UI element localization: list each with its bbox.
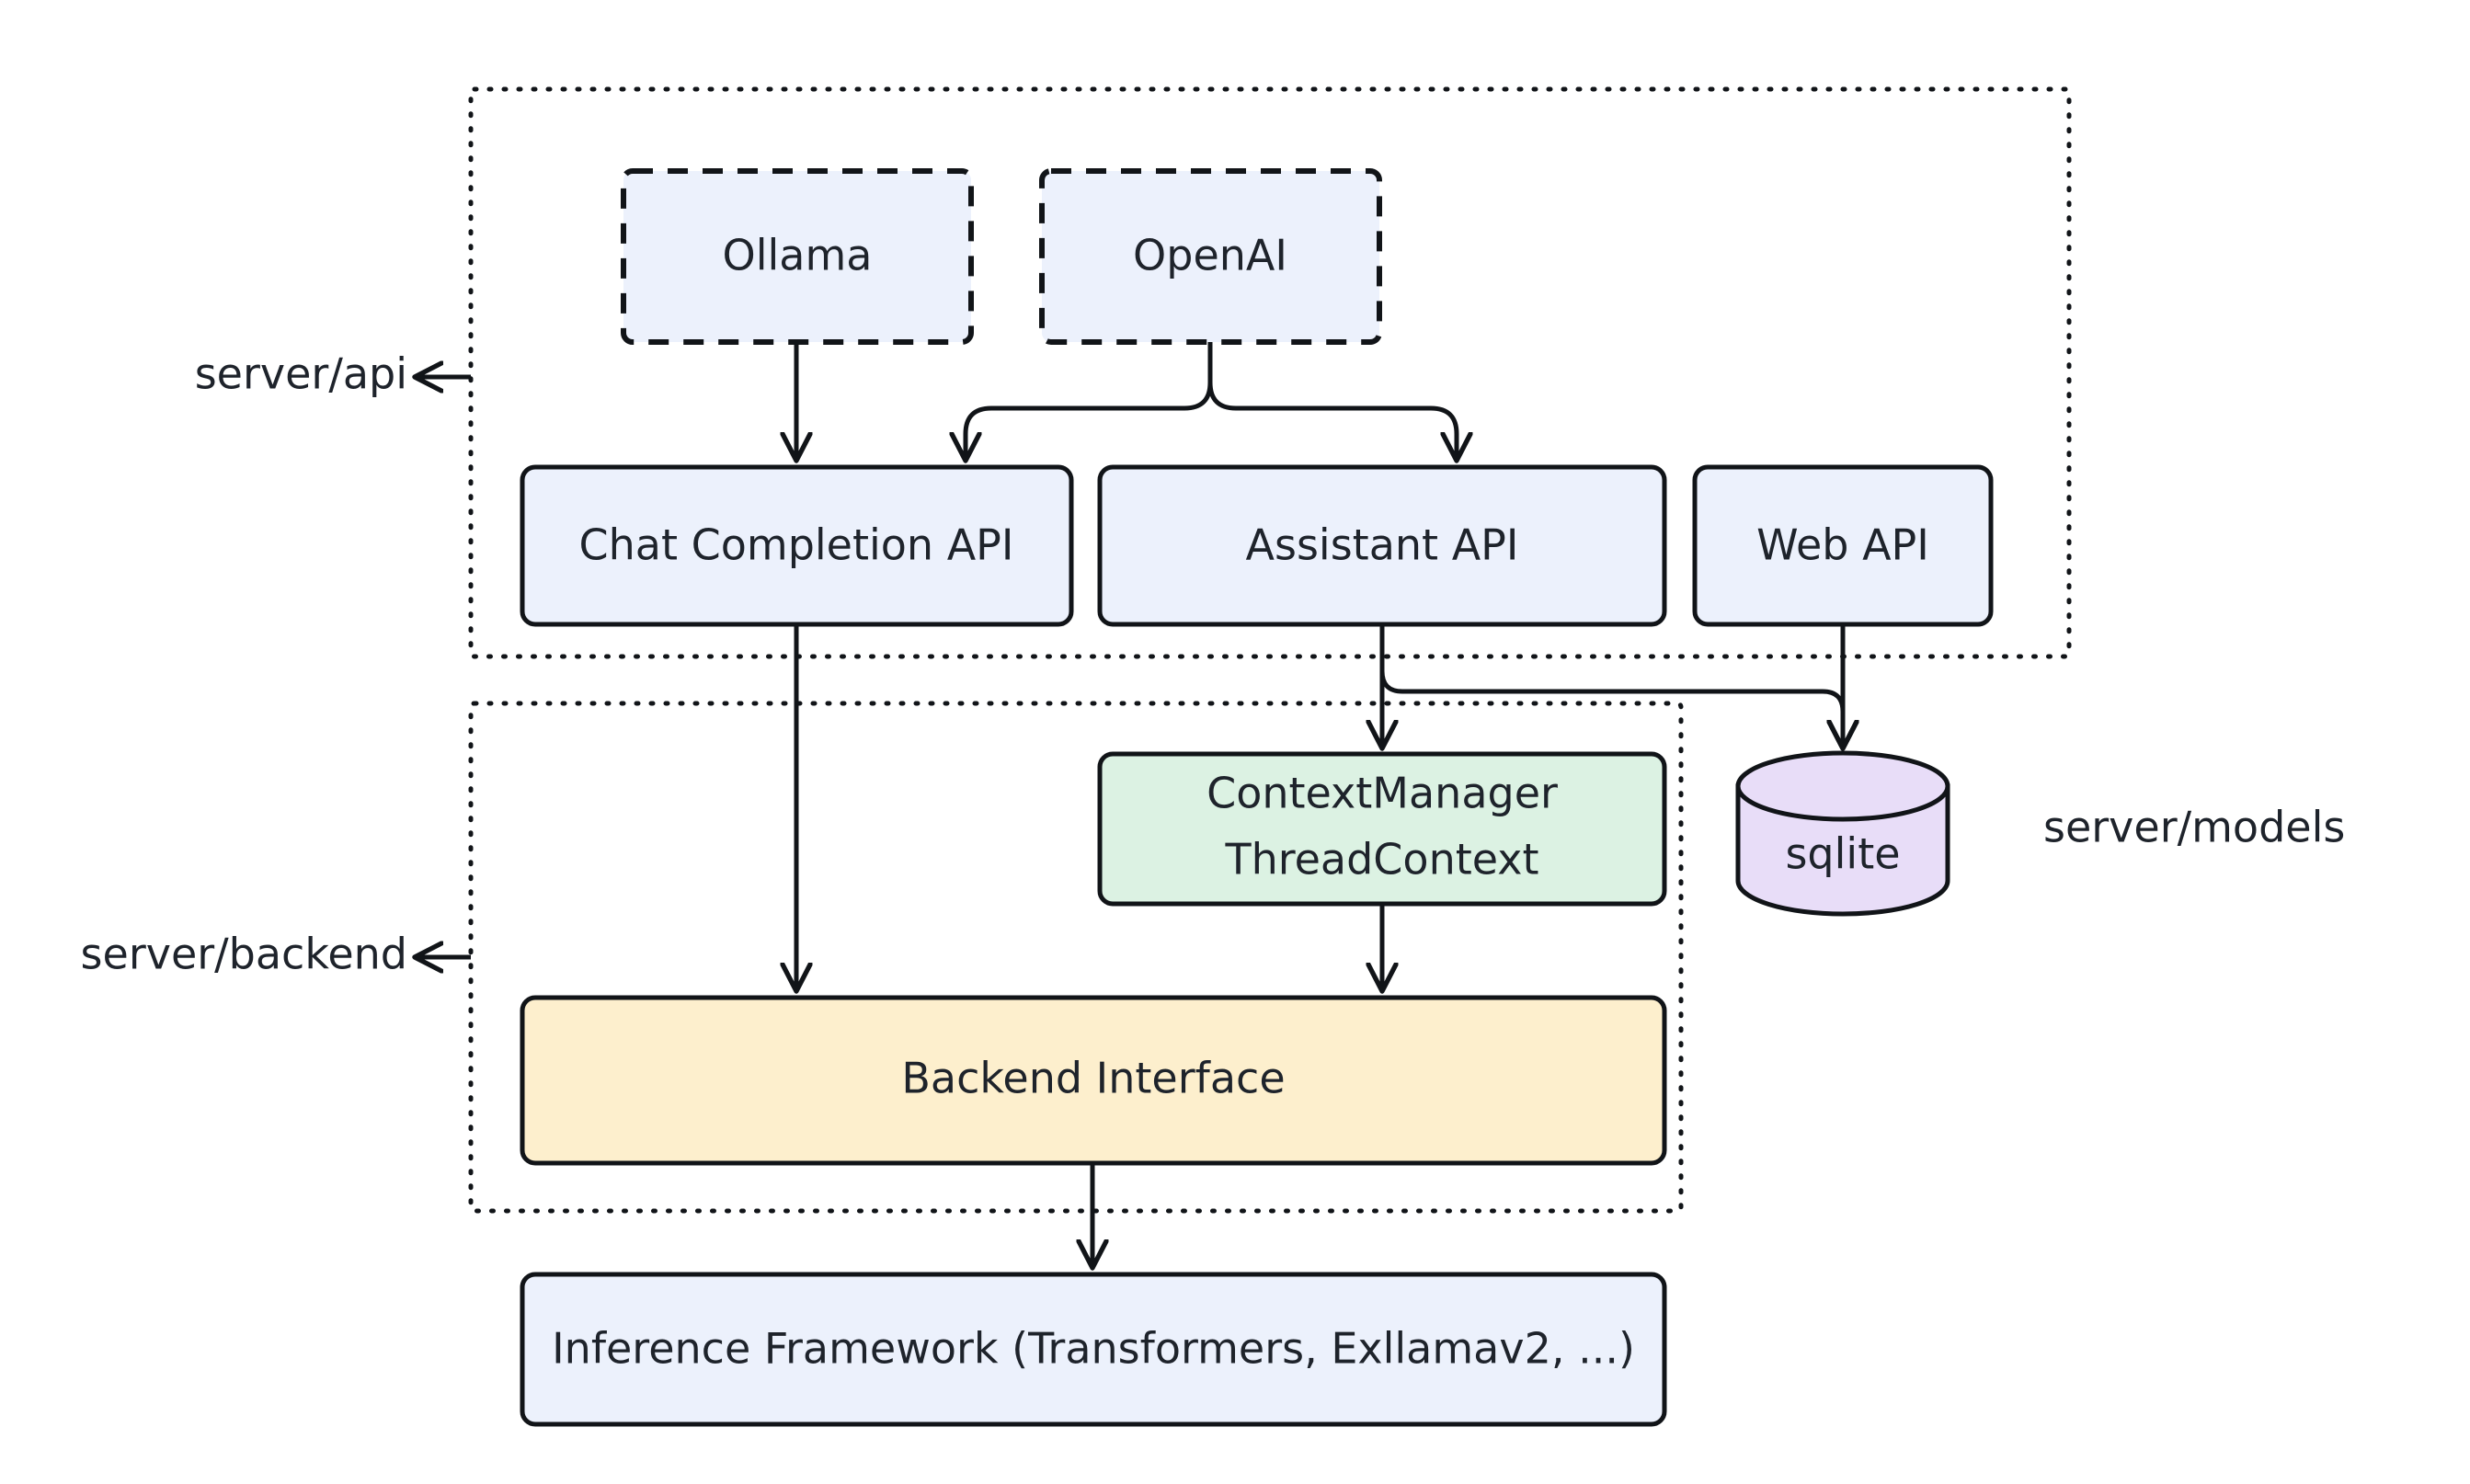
group-label-server-api: server/api (195, 349, 407, 399)
node-web-api[interactable]: Web API (1692, 464, 1994, 627)
edge-openai-to-chat-api (966, 342, 1213, 457)
node-chat-completion-api-label: Chat Completion API (579, 520, 1014, 570)
node-backend-interface-label: Backend Interface (901, 1054, 1285, 1103)
node-ollama-box[interactable] (621, 168, 974, 345)
node-web-api-box[interactable] (1692, 464, 1994, 627)
node-openai-label: OpenAI (1133, 231, 1287, 280)
group-server-api (468, 86, 2072, 659)
node-web-api-label: Web API (1756, 520, 1929, 570)
node-backend-interface[interactable]: Backend Interface (520, 995, 1667, 1166)
node-context-manager-label-line1: ContextManager (1206, 769, 1558, 818)
node-sqlite-top[interactable] (1735, 750, 1950, 822)
node-inference-framework[interactable]: Inference Framework (Transformers, Exlla… (520, 1272, 1667, 1427)
node-backend-interface-box[interactable] (520, 995, 1667, 1166)
node-chat-completion-api[interactable]: Chat Completion API (520, 464, 1074, 627)
node-assistant-api[interactable]: Assistant API (1097, 464, 1667, 627)
node-assistant-api-label: Assistant API (1246, 520, 1519, 570)
node-chat-completion-api-box[interactable] (520, 464, 1074, 627)
group-label-server-models: server/models (2043, 803, 2345, 852)
edge-assistant-api-to-sqlite (1379, 644, 1843, 745)
group-label-server-backend: server/backend (81, 930, 407, 979)
node-context-manager-label-line2: ThreadContext (1224, 835, 1538, 885)
node-context-manager-box[interactable] (1097, 751, 1667, 907)
node-sqlite[interactable]: sqlite (1735, 750, 1950, 917)
node-inference-framework-label: Inference Framework (Transformers, Exlla… (552, 1324, 1635, 1374)
node-ollama-label: Ollama (723, 231, 873, 280)
node-ollama[interactable]: Ollama (621, 168, 974, 345)
node-context-manager[interactable]: ContextManager ThreadContext (1097, 751, 1667, 907)
node-assistant-api-box[interactable] (1097, 464, 1667, 627)
node-sqlite-body[interactable] (1735, 783, 1950, 917)
node-openai-box[interactable] (1039, 168, 1382, 345)
node-sqlite-label: sqlite (1785, 829, 1900, 879)
group-server-backend (468, 701, 1684, 1214)
edge-openai-to-assistant-api (1207, 342, 1457, 457)
node-inference-framework-box[interactable] (520, 1272, 1667, 1427)
node-openai[interactable]: OpenAI (1039, 168, 1382, 345)
